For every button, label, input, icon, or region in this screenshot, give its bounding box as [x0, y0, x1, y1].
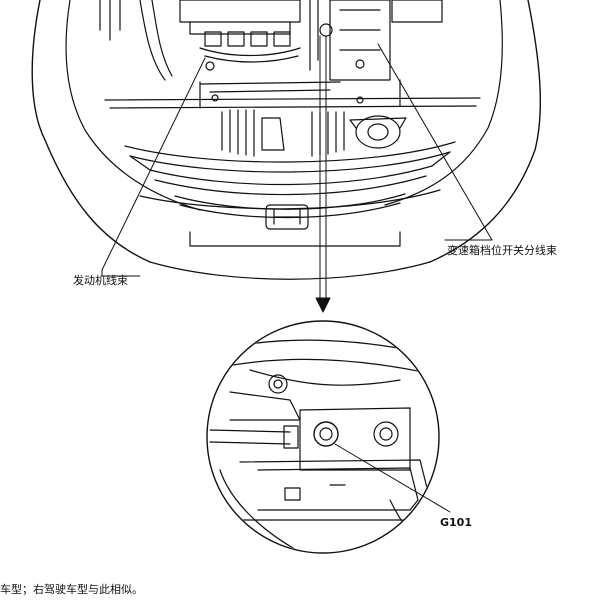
engine-top: [99, 0, 443, 104]
brand-emblem: [265, 204, 309, 230]
leader-lines: [101, 35, 493, 313]
detail-view: [206, 320, 451, 554]
reservoir-cap: [349, 115, 407, 149]
transmission-harness-label: 变速箱档位开关分线束: [447, 244, 557, 257]
front-grille: [124, 141, 456, 219]
ground-point-label: G101: [440, 516, 472, 529]
vent-slats: [221, 109, 345, 157]
engine-harness-label: 发动机线束: [73, 274, 128, 287]
car-body-outline: [31, 0, 542, 280]
footnote-text: 车型；右驾驶车型与此相似。: [0, 583, 143, 596]
